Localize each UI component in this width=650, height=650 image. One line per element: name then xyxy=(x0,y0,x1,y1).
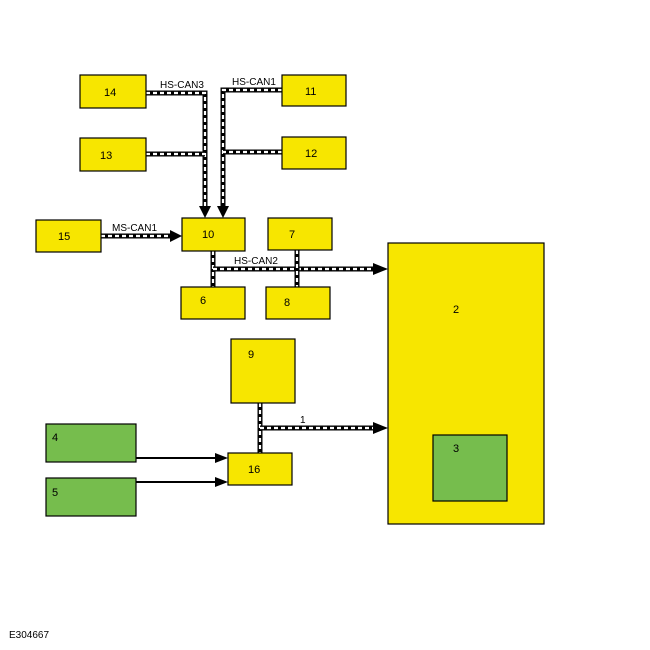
module-5: 5 xyxy=(45,477,137,517)
hs-can1-bus xyxy=(220,87,282,206)
module-16-label: 16 xyxy=(248,464,260,476)
bus-label-hs-can1: HS-CAN1 xyxy=(232,77,276,88)
bus-label-hs-can2: HS-CAN2 xyxy=(234,256,278,267)
module-10-label: 10 xyxy=(202,229,214,241)
module-15: 15 xyxy=(35,219,102,253)
module-15-label: 15 xyxy=(58,231,70,243)
module-13: 13 xyxy=(79,137,147,172)
arrow-hs-can1-into-10 xyxy=(217,206,229,218)
module-7-label: 7 xyxy=(289,229,295,241)
hs-can3-bus xyxy=(146,90,208,206)
module-5-label: 5 xyxy=(52,487,58,499)
module-10: 10 xyxy=(181,217,246,252)
arrow-4-into-16 xyxy=(215,453,228,463)
module-16: 16 xyxy=(227,452,293,486)
bus-label-hs-can3: HS-CAN3 xyxy=(160,80,204,91)
module-11: 11 xyxy=(281,74,347,107)
module-9-label: 9 xyxy=(248,349,254,361)
arrow-link1-into-2 xyxy=(373,422,388,434)
bus-label-ms-can1: MS-CAN1 xyxy=(112,223,157,234)
module-3: 3 xyxy=(432,434,508,502)
bus-label-link-1: 1 xyxy=(300,415,306,426)
module-4: 4 xyxy=(45,423,137,463)
arrow-hs-can2-into-2 xyxy=(373,263,388,275)
module-14-label: 14 xyxy=(104,87,116,99)
module-14: 14 xyxy=(79,74,147,109)
arrow-ms-can1-into-10 xyxy=(170,230,182,242)
arrowheads xyxy=(170,206,388,487)
module-7: 7 xyxy=(267,217,333,251)
module-8: 8 xyxy=(265,286,331,320)
bus-lines xyxy=(101,87,374,453)
module-9: 9 xyxy=(230,338,296,404)
module-12-label: 12 xyxy=(305,148,317,160)
module-6-label: 6 xyxy=(200,295,206,307)
module-13-label: 13 xyxy=(100,150,112,162)
module-11-label: 11 xyxy=(305,86,316,98)
module-12: 12 xyxy=(281,136,347,170)
figure-reference: E304667 xyxy=(9,630,50,641)
arrow-hs-can3-into-10 xyxy=(199,206,211,218)
module-4-label: 4 xyxy=(52,432,58,444)
module-8-label: 8 xyxy=(284,297,290,309)
module-6: 6 xyxy=(180,286,246,320)
module-2-label: 2 xyxy=(453,304,459,316)
arrow-5-into-16 xyxy=(215,477,228,487)
module-3-label: 3 xyxy=(453,443,459,455)
